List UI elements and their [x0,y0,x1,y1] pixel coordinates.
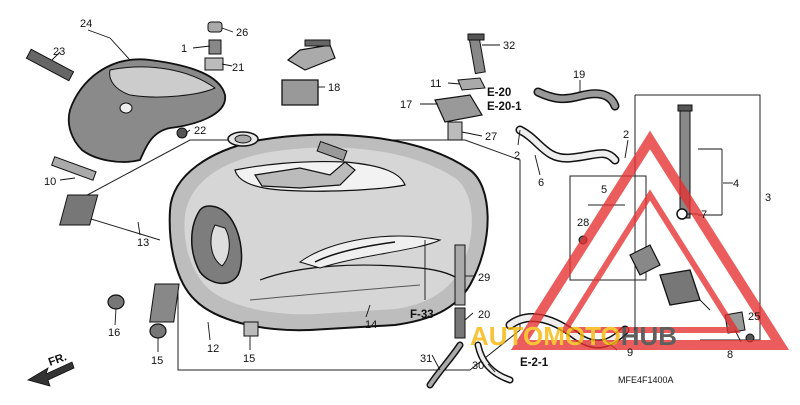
front-arrow: FR. [26,351,75,387]
small-parts [25,21,755,343]
callout-5[interactable]: 5 [601,184,607,196]
callout-9[interactable]: 9 [627,347,633,359]
callout-17[interactable]: 17 [400,99,412,111]
callout-19[interactable]: 19 [573,69,585,81]
callout-27[interactable]: 27 [485,131,497,143]
seat-cover [67,58,226,163]
callout-23[interactable]: 23 [53,46,65,58]
callout-3[interactable]: 3 [765,192,771,204]
fuel-tank [168,131,489,332]
leader-lines [51,27,742,373]
svg-text:AUTOMOTOHUB: AUTOMOTOHUB [470,321,677,351]
callout-30[interactable]: 30 [472,360,484,372]
callout-24[interactable]: 24 [80,18,92,30]
callout-22[interactable]: 22 [194,125,206,137]
callout-15b[interactable]: 15 [243,353,255,365]
watermark-part3: HUB [621,321,677,351]
callout-7[interactable]: 7 [701,209,707,221]
callout-2a[interactable]: 2 [514,150,520,162]
callout-6[interactable]: 6 [538,177,544,189]
ref-e20[interactable]: E-20 [487,87,511,99]
callout-20[interactable]: 20 [478,309,490,321]
ref-e2-1[interactable]: E-2-1 [520,357,549,369]
callout-21[interactable]: 21 [232,62,244,74]
callout-13[interactable]: 13 [137,237,149,249]
watermark-part2: MOTO [543,321,621,351]
callout-15a[interactable]: 15 [151,355,163,367]
callout-26[interactable]: 26 [236,27,248,39]
watermark-triangle [510,130,790,350]
front-label: FR. [47,351,69,369]
callout-25[interactable]: 25 [748,311,760,323]
callout-14[interactable]: 14 [365,319,377,331]
reference-labels: E-20 E-20-1 E-2-1 F-33 [410,87,549,369]
ref-f33[interactable]: F-33 [410,309,434,321]
watermark-part1: AUTO [470,321,543,351]
callout-2b[interactable]: 2 [623,129,629,141]
callout-4[interactable]: 4 [733,178,739,190]
callout-29[interactable]: 29 [478,272,490,284]
callout-18[interactable]: 18 [328,82,340,94]
callout-31[interactable]: 31 [420,353,432,365]
callout-11[interactable]: 11 [430,78,441,90]
callout-12[interactable]: 12 [207,343,219,355]
ref-e20-1[interactable]: E-20-1 [487,101,522,113]
callout-16[interactable]: 16 [108,327,120,339]
callout-8[interactable]: 8 [727,349,733,361]
diagram-code: MFE4F1400A [618,375,674,385]
assembly-frames [77,94,761,371]
watermark: AUTOMOTOHUB [470,130,790,351]
callout-labels: 24 23 1 26 21 22 18 11 17 27 32 19 2 2 6… [44,18,771,372]
callout-1[interactable]: 1 [181,43,187,55]
callout-28[interactable]: 28 [577,217,589,229]
callout-10[interactable]: 10 [44,176,56,188]
callout-32[interactable]: 32 [503,40,515,52]
